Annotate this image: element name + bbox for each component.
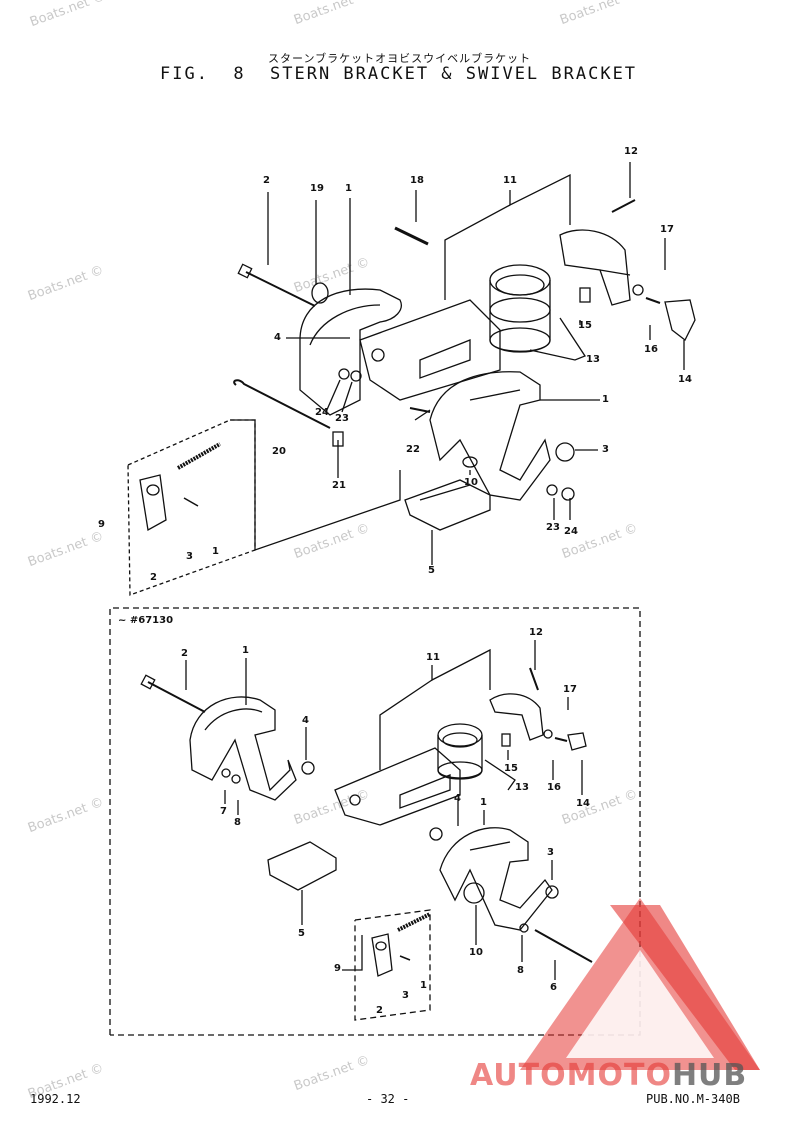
callout-lower: 10: [469, 947, 483, 958]
callout-upper: 1: [345, 183, 352, 194]
callout-lower: 9: [334, 963, 341, 974]
figure-number: FIG. 8: [160, 64, 246, 84]
callout-lower: 16: [547, 782, 561, 793]
callout-upper: 10: [464, 477, 478, 488]
callout-lower: 4: [302, 715, 309, 726]
page-number: - 32 -: [366, 1092, 410, 1106]
callout-upper: 24: [564, 526, 578, 537]
callout-upper: 1: [212, 546, 219, 557]
callout-lower: 1: [480, 797, 487, 808]
callout-lower: 8: [517, 965, 524, 976]
callout-upper: 16: [644, 344, 658, 355]
callout-upper: 24: [315, 407, 329, 418]
callout-lower: 2: [181, 648, 188, 659]
callout-lower: 1: [420, 980, 427, 991]
callout-upper: 20: [272, 446, 286, 457]
callout-lower: 3: [547, 847, 554, 858]
callout-lower: 15: [504, 763, 518, 774]
callout-upper: 1: [602, 394, 609, 405]
callout-upper: 17: [660, 224, 674, 235]
logo-text-primary: AUTOMOTO: [470, 1058, 672, 1093]
callout-upper: 3: [602, 444, 609, 455]
callout-lower: 4: [454, 793, 461, 804]
callout-lower: 7: [220, 806, 227, 817]
callout-upper: 22: [406, 444, 420, 455]
callout-lower: 2: [376, 1005, 383, 1016]
callout-upper: 19: [310, 183, 324, 194]
callout-upper: 11: [503, 175, 517, 186]
callout-upper: 18: [410, 175, 424, 186]
callout-upper: 21: [332, 480, 346, 491]
callout-upper: 4: [274, 332, 281, 343]
callout-upper: 23: [546, 522, 560, 533]
callout-upper: 9: [98, 519, 105, 530]
callout-upper: 3: [186, 551, 193, 562]
automotohub-logo: AUTOMOTOHUB: [470, 1058, 747, 1093]
japanese-title: スターンブラケットオヨビスウイベルブラケット: [268, 52, 532, 65]
publication-number: PUB.NO.M-340B: [646, 1092, 740, 1106]
automotohub-logo-triangle: [520, 898, 760, 1070]
callout-upper: 14: [678, 374, 692, 385]
callout-upper: 23: [335, 413, 349, 424]
footer-date: 1992.12: [30, 1092, 81, 1106]
callout-lower: 11: [426, 652, 440, 663]
callout-lower: 5: [298, 928, 305, 939]
callout-lower: 6: [550, 982, 557, 993]
callout-lower: 12: [529, 627, 543, 638]
page-title: STERN BRACKET & SWIVEL BRACKET: [270, 64, 638, 84]
callout-upper: 5: [428, 565, 435, 576]
callout-upper: 15: [578, 320, 592, 331]
callout-lower: 1: [242, 645, 249, 656]
callout-lower: 13: [515, 782, 529, 793]
callout-lower: 14: [576, 798, 590, 809]
variant-label: ~ #67130: [118, 615, 174, 626]
callout-lower: 17: [563, 684, 577, 695]
logo-text-secondary: HUB: [671, 1058, 748, 1093]
callout-lower: 3: [402, 990, 409, 1001]
callout-upper: 12: [624, 146, 638, 157]
callout-lower: 8: [234, 817, 241, 828]
callout-upper: 2: [150, 572, 157, 583]
callout-upper: 2: [263, 175, 270, 186]
callout-upper: 13: [586, 354, 600, 365]
